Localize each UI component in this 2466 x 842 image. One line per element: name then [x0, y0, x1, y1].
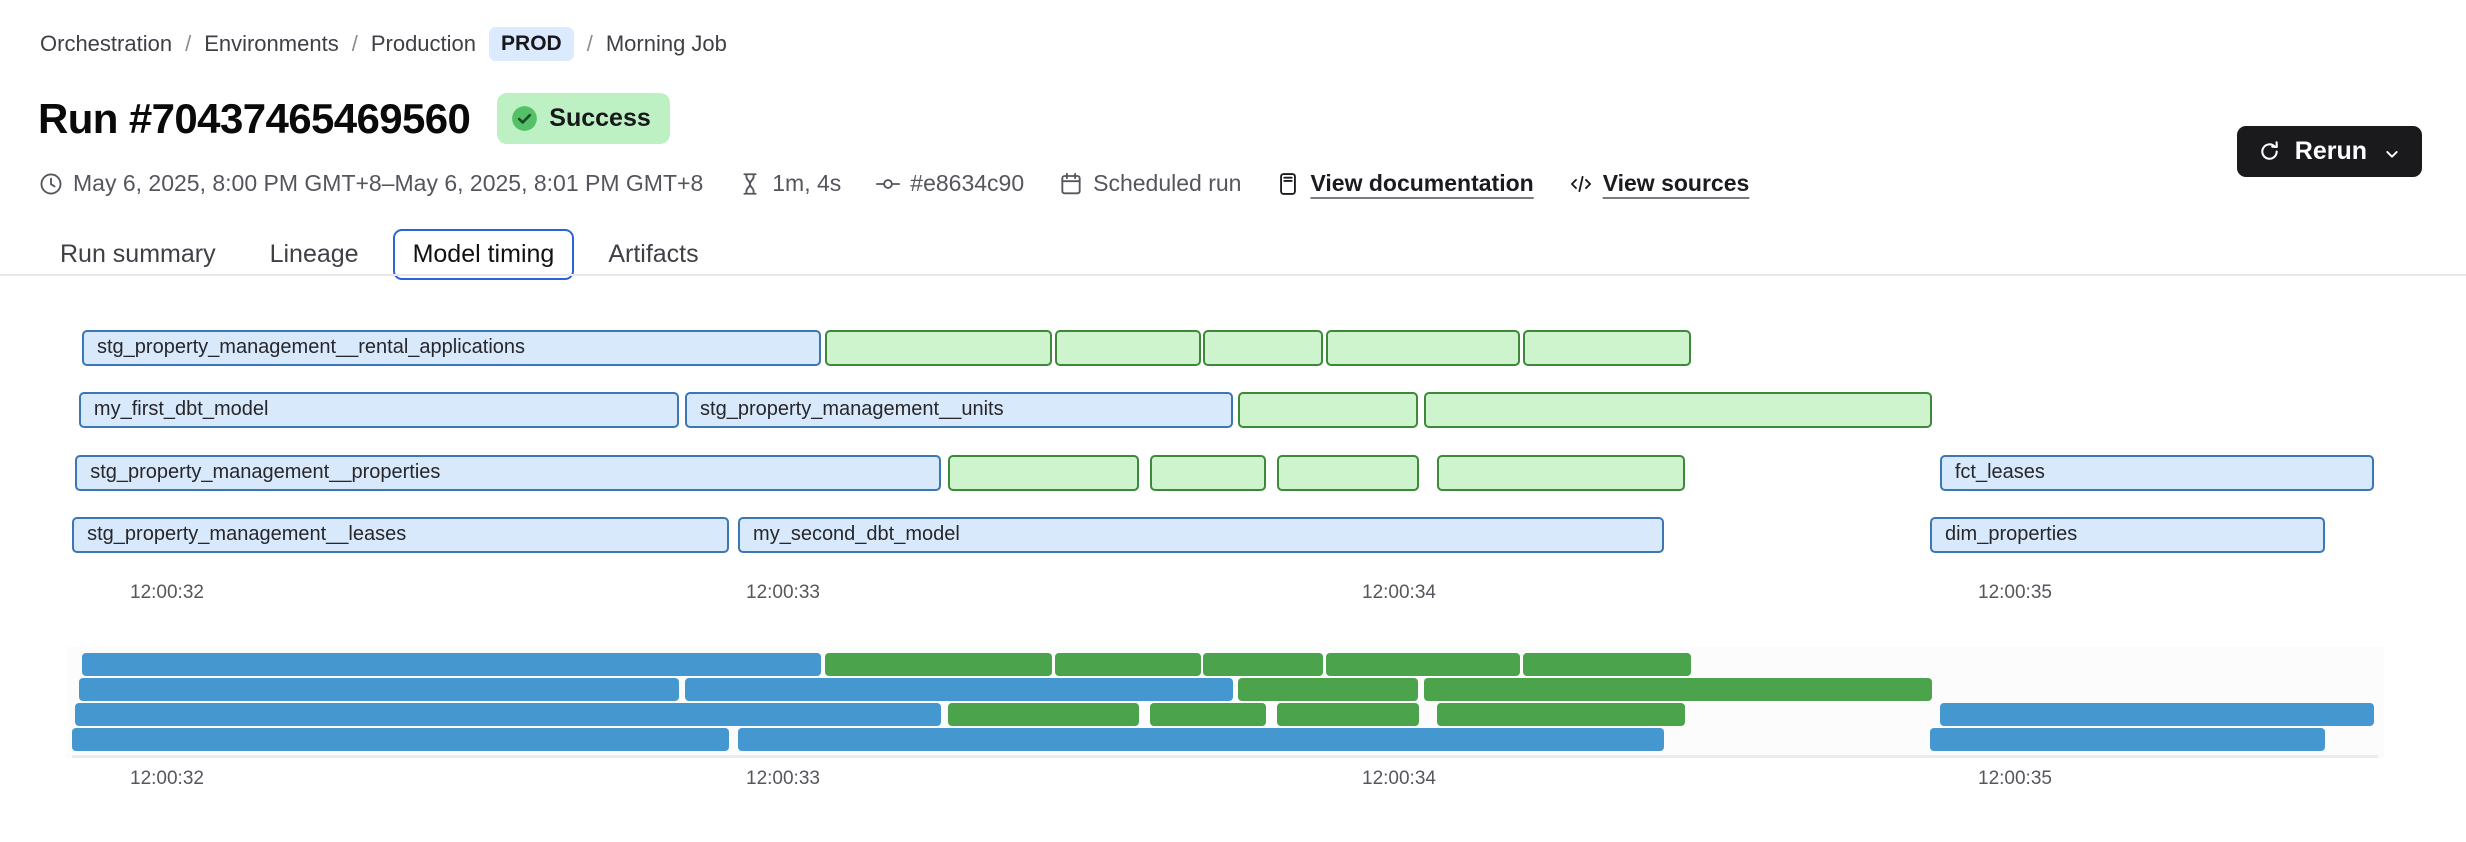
clock-icon: [38, 171, 64, 197]
tab-lineage[interactable]: Lineage: [269, 240, 359, 268]
model-name-label: my_first_dbt_model: [93, 398, 269, 420]
tab-model-timing[interactable]: Model timing: [392, 229, 575, 280]
model-name-label: stg_property_management__units: [700, 398, 1004, 420]
time-tick-label: 12:00:33: [746, 582, 820, 603]
minimap-bar-test: [1424, 678, 1933, 701]
meta-item[interactable]: View sources: [1568, 170, 1750, 197]
meta-item[interactable]: View documentation: [1275, 170, 1534, 197]
gantt-bar-test[interactable]: [1277, 455, 1420, 491]
meta-label: Scheduled run: [1093, 170, 1242, 196]
breadcrumb-separator: /: [351, 31, 358, 56]
gantt-bar-test[interactable]: [1326, 330, 1520, 366]
tab-bar: Run summary Lineage Model timing Artifacts: [40, 229, 719, 280]
model-name-label: my_second_dbt_model: [753, 523, 960, 545]
chevron-down-icon[interactable]: [2382, 142, 2402, 162]
meta-item: Scheduled run: [1058, 170, 1241, 197]
gantt-bar-test[interactable]: [1150, 455, 1266, 491]
refresh-icon: [2257, 139, 2282, 164]
gantt-bar-model[interactable]: stg_property_management__properties: [75, 455, 942, 491]
minimap-bar-test: [1437, 703, 1686, 726]
meta-item: May 6, 2025, 8:00 PM GMT+8–May 6, 2025, …: [38, 170, 703, 197]
minimap-bar-test: [1150, 703, 1266, 726]
minimap-bar-model: [81, 653, 821, 676]
model-name-label: stg_property_management__rental_applicat…: [96, 336, 526, 358]
breadcrumb: Orchestration / Environments / Production PRO…: [40, 27, 727, 61]
gantt-bar-model[interactable]: stg_property_management__units: [685, 392, 1234, 428]
run-meta-row: May 6, 2025, 8:00 PM GMT+8–May 6, 2025, …: [38, 170, 1749, 197]
page-title: Run #70437465469560: [38, 94, 471, 142]
model-name-label: fct_leases: [1954, 461, 2045, 483]
minimap-bar-model: [78, 678, 679, 701]
document-icon: [1275, 171, 1301, 197]
time-tick-label: 12:00:34: [1362, 582, 1436, 603]
gantt-bar-model[interactable]: dim_properties: [1929, 517, 2325, 553]
minimap-scroll-track[interactable]: [72, 755, 2378, 758]
run-header: Run #70437465469560 Success: [38, 93, 670, 144]
model-name-label: stg_property_management__properties: [90, 461, 441, 483]
breadcrumb-item[interactable]: Morning Job: [605, 31, 727, 56]
gantt-bar-test[interactable]: [1522, 330, 1691, 366]
gantt-bar-model[interactable]: stg_property_management__leases: [72, 517, 729, 553]
breadcrumb-item[interactable]: Environments: [204, 31, 339, 56]
rerun-label: Rerun: [2294, 137, 2367, 165]
time-tick-label: 12:00:35: [1978, 582, 2052, 603]
calendar-icon: [1058, 171, 1084, 197]
minimap-bar-test: [1522, 653, 1691, 676]
tab-run-summary[interactable]: Run summary: [60, 240, 216, 268]
breadcrumb-item[interactable]: Production: [370, 31, 477, 56]
gantt-bar-test[interactable]: [1424, 392, 1933, 428]
minimap-bar-test: [1054, 653, 1201, 676]
environment-badge: PROD: [489, 27, 574, 61]
gantt-bar-model[interactable]: my_second_dbt_model: [738, 517, 1665, 553]
meta-label: View sources: [1602, 170, 1750, 196]
status-badge: Success: [497, 93, 670, 144]
breadcrumb-item[interactable]: Orchestration: [40, 31, 173, 56]
hourglass-icon: [737, 171, 763, 197]
model-name-label: dim_properties: [1944, 523, 2078, 545]
commit-icon: [875, 171, 901, 197]
gantt-bar-model[interactable]: stg_property_management__rental_applicat…: [81, 330, 821, 366]
time-tick-label: 12:00:34: [1362, 768, 1436, 789]
meta-label: 1m, 4s: [772, 170, 842, 196]
rerun-button[interactable]: Rerun: [2236, 126, 2422, 177]
gantt-bar-model[interactable]: fct_leases: [1939, 455, 2375, 491]
gantt-bar-model[interactable]: my_first_dbt_model: [78, 392, 679, 428]
gantt-bar-test[interactable]: [948, 455, 1140, 491]
tab-artifacts[interactable]: Artifacts: [608, 240, 699, 268]
gantt-bar-test[interactable]: [824, 330, 1052, 366]
tabs-divider: [0, 274, 2466, 276]
gantt-bar-test[interactable]: [1238, 392, 1419, 428]
minimap-bar-model: [1939, 703, 2375, 726]
model-name-label: stg_property_management__leases: [87, 523, 407, 545]
minimap-bar-test: [824, 653, 1052, 676]
meta-label: #e8634c90: [910, 170, 1025, 196]
minimap-bar-test: [1326, 653, 1520, 676]
minimap-bar-test: [948, 703, 1140, 726]
minimap-bar-model: [738, 728, 1665, 751]
minimap-bar-model: [75, 703, 942, 726]
gantt-bar-test[interactable]: [1203, 330, 1324, 366]
breadcrumb-separator: /: [586, 31, 593, 56]
gantt-bar-test[interactable]: [1437, 455, 1686, 491]
time-tick-label: 12:00:32: [130, 768, 204, 789]
meta-label: May 6, 2025, 8:00 PM GMT+8–May 6, 2025, …: [73, 170, 704, 196]
check-circle-icon: [511, 105, 538, 132]
meta-item: #e8634c90: [875, 170, 1024, 197]
breadcrumb-separator: /: [185, 31, 192, 56]
meta-label: View documentation: [1310, 170, 1534, 196]
gantt-bar-test[interactable]: [1054, 330, 1201, 366]
code-icon: [1568, 171, 1594, 197]
time-tick-label: 12:00:32: [130, 582, 204, 603]
status-label: Success: [549, 104, 651, 132]
minimap-bar-test: [1203, 653, 1324, 676]
minimap-bar-model: [1929, 728, 2325, 751]
meta-item: 1m, 4s: [737, 170, 841, 197]
minimap-bar-model: [72, 728, 729, 751]
minimap-bar-test: [1277, 703, 1420, 726]
minimap-bar-test: [1238, 678, 1419, 701]
time-tick-label: 12:00:33: [746, 768, 820, 789]
time-tick-label: 12:00:35: [1978, 768, 2052, 789]
minimap-bar-model: [685, 678, 1234, 701]
